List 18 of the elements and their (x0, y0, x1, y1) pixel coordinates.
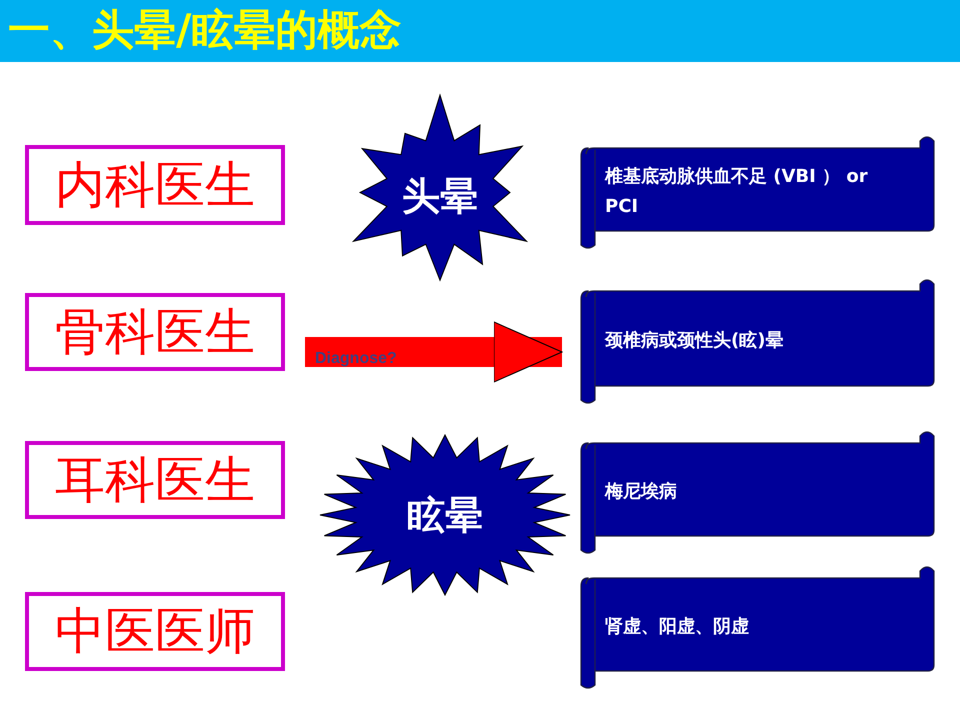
doctor-label: 内科医生 (55, 154, 255, 216)
doctor-label: 耳科医生 (55, 450, 255, 510)
banner-text: 肾虚、阳虚、阴虚 (605, 615, 749, 639)
title: 一、头晕/眩晕的概念 (8, 4, 402, 56)
doctor-box (25, 145, 285, 225)
doctor-box (25, 293, 285, 371)
banner-text: 颈椎病或颈性头(眩)晕 (605, 329, 784, 353)
star-label: 头晕 (402, 173, 478, 220)
banner-text: 椎基底动脉供血不足 (VBI ） or PCI (605, 165, 869, 219)
doctor-label: 中医医师 (55, 601, 255, 662)
doctor-label: 骨科医生 (55, 302, 255, 362)
block-arrow (305, 322, 562, 382)
starburst (320, 435, 570, 595)
star-label: 眩晕 (407, 492, 483, 538)
doctor-box (25, 441, 285, 519)
edge-label: Diagnose? (315, 350, 397, 368)
doctor-box (25, 592, 285, 671)
banner-text: 梅尼埃病 (605, 480, 677, 504)
